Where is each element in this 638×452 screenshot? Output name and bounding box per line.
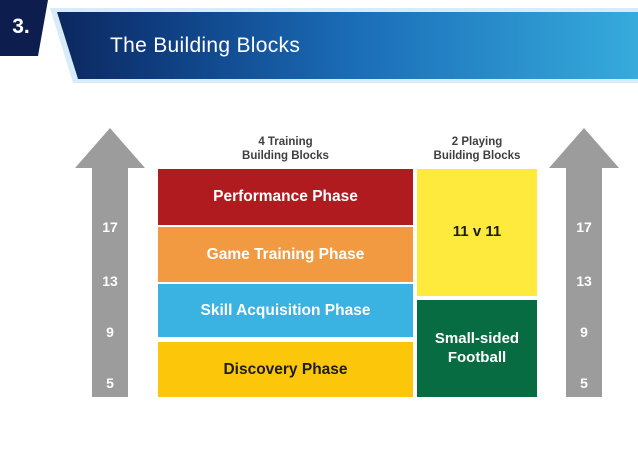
page-title: The Building Blocks: [110, 34, 301, 57]
age-label-17: 17: [102, 219, 118, 235]
block-game-training-phase: Game Training Phase: [158, 227, 413, 282]
age-label-5: 5: [106, 375, 114, 391]
block-skill-acquisition-phase: Skill Acquisition Phase: [158, 284, 413, 337]
title-banner: [57, 12, 638, 79]
playing-blocks-header: 2 Playing Building Blocks: [433, 136, 521, 162]
slide-number-tab: 3.: [0, 0, 48, 56]
block-11v11: 11 v 11: [417, 169, 537, 296]
block-small-sided-football: Small-sided Football: [417, 300, 537, 397]
training-blocks-header: 4 Training Building Blocks: [242, 136, 329, 162]
age-label-13: 13: [576, 273, 592, 289]
block-discovery-phase: Discovery Phase: [158, 342, 413, 397]
age-label-9: 9: [580, 324, 588, 340]
age-label-17: 17: [576, 219, 592, 235]
age-label-13: 13: [102, 273, 118, 289]
age-arrow-right: 17 13 9 5: [549, 128, 619, 397]
age-label-9: 9: [106, 324, 114, 340]
age-label-5: 5: [580, 375, 588, 391]
slide-number: 3.: [12, 15, 30, 38]
age-arrow-left: 17 13 9 5: [75, 128, 145, 397]
block-performance-phase: Performance Phase: [158, 169, 413, 225]
